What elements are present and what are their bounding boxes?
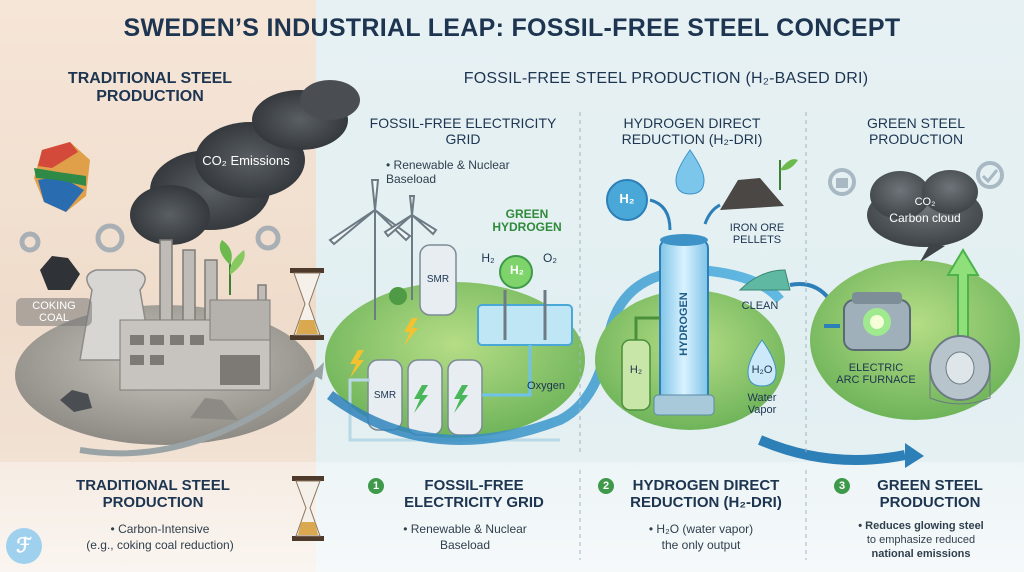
step3-bottom-bullet3: national emissions: [871, 548, 971, 560]
check-icon: [981, 169, 999, 184]
h2-label: H₂: [481, 251, 495, 265]
steel-coil: [929, 335, 991, 405]
wind-turbine-icon: [328, 179, 438, 320]
hydrogen-orb-label: H₂: [510, 263, 524, 277]
step2-number-badge: 2: [598, 478, 614, 494]
h2-badge-label: H₂: [619, 191, 635, 206]
carbon-cloud: [867, 170, 983, 262]
smr-bottom-label: SMR: [373, 390, 397, 401]
hydrogen-orb: [499, 255, 533, 289]
h2-side-label: H₂: [629, 364, 643, 376]
h2o-label: H₂O: [751, 364, 773, 376]
step3-bottom-heading: GREEN STEEL PRODUCTION: [877, 477, 983, 511]
slag-pile: [190, 398, 238, 420]
tree-icon: [389, 287, 407, 305]
hourglass-icon: [292, 476, 324, 541]
step3-island: [810, 260, 1020, 420]
smr-top-label: SMR: [426, 274, 450, 285]
iron-icon: [738, 269, 791, 291]
step3-bottom-bullet2: to emphasize reduced: [866, 534, 976, 546]
water-drop-icon: [747, 339, 777, 387]
gear-icon: [19, 223, 281, 253]
iron-ore-label: IRON ORE PELLETS: [729, 222, 785, 247]
step3-number-badge: 3: [834, 478, 850, 494]
ore-pile: [720, 178, 784, 210]
hourglass-icon: [290, 268, 324, 340]
oxygen-label: Oxygen: [527, 380, 565, 392]
step1-number: 1: [368, 478, 384, 494]
fossil-free-heading: FOSSIL-FREE STEEL PRODUCTION (H₂-BASED D…: [463, 70, 869, 87]
lightning-icon: [414, 385, 468, 413]
step2-bottom-heading: HYDROGEN DIRECT REDUCTION (H₂-DRI): [630, 477, 782, 511]
furnace-label: ELECTRIC ARC FURNACE: [836, 362, 916, 387]
factory-buildings: [119, 299, 271, 391]
traditional-bottom-bullet: • Carbon-Intensive: [110, 522, 210, 536]
electrolyzer-tank: [477, 304, 573, 346]
coal-pile-icon: [40, 256, 80, 290]
step3-heading: GREEN STEEL PRODUCTION: [866, 115, 966, 147]
flag-map: [34, 142, 90, 212]
cloud-label: Carbon cloud: [889, 211, 961, 225]
step1-bottom-heading: FOSSIL-FREE ELECTRICITY GRID: [404, 477, 544, 511]
page-title: SWEDEN’S INDUSTRIAL LEAP: FOSSIL-FREE ST…: [123, 14, 901, 42]
electric-arc-furnace: [843, 292, 911, 351]
leaf-icon: [779, 159, 798, 190]
gear-icon: [828, 161, 1004, 196]
coal-rock-icon: [60, 390, 92, 412]
flow-path-bottom: [758, 435, 906, 465]
logo-badge: [6, 528, 42, 564]
step3-number: 3: [834, 478, 850, 494]
step3-bottom-bullet: • Reduces glowing steel: [858, 520, 984, 532]
lightning-icon: [350, 318, 418, 378]
step2-heading: HYDROGEN DIRECT REDUCTION (H₂-DRI): [621, 115, 763, 147]
step2-number: 2: [598, 478, 614, 494]
traditional-bottom-heading: TRADITIONAL STEEL PRODUCTION: [76, 477, 230, 511]
step2-bottom-bullet2: the only output: [661, 538, 741, 552]
step1-heading: FOSSIL-FREE ELECTRICITY GRID: [369, 115, 557, 147]
leaf-icon: [219, 240, 245, 295]
hydrogen-badge: [606, 179, 648, 221]
lock-icon: [836, 178, 848, 188]
logo-icon: ℱ: [16, 533, 32, 557]
cloud-label-co2: CO₂: [914, 196, 936, 208]
traditional-bottom-bullet2: (e.g., coking coal reduction): [86, 538, 234, 552]
green-hydrogen-label: GREEN HYDROGEN: [492, 207, 562, 235]
transition-arrow: [79, 367, 322, 457]
step1-number-badge: 1: [368, 478, 384, 494]
bottom-summary-band: [0, 462, 1024, 572]
water-drop-icon: [675, 149, 705, 195]
emissions-label: CO₂ Emissions: [202, 153, 290, 168]
traditional-heading: TRADITIONAL STEEL PRODUCTION: [67, 70, 233, 105]
step1-bottom-bullet: • Renewable & Nuclear: [403, 522, 527, 536]
water-vapor-label: Water Vapor: [747, 392, 777, 417]
clean-label: CLEAN: [741, 300, 779, 312]
step1-bullet: • Renewable & Nuclear Baseload: [386, 158, 510, 186]
smoke-cloud: [130, 80, 360, 245]
step2-bottom-bullet: • H₂O (water vapor): [648, 522, 754, 536]
o2-label: O₂: [543, 251, 557, 265]
step1-bottom-bullet2: Baseload: [439, 538, 491, 552]
coking-coal-label: COKING COAL: [16, 298, 92, 327]
hydrogen-column-label: HYDROGEN: [677, 292, 690, 356]
